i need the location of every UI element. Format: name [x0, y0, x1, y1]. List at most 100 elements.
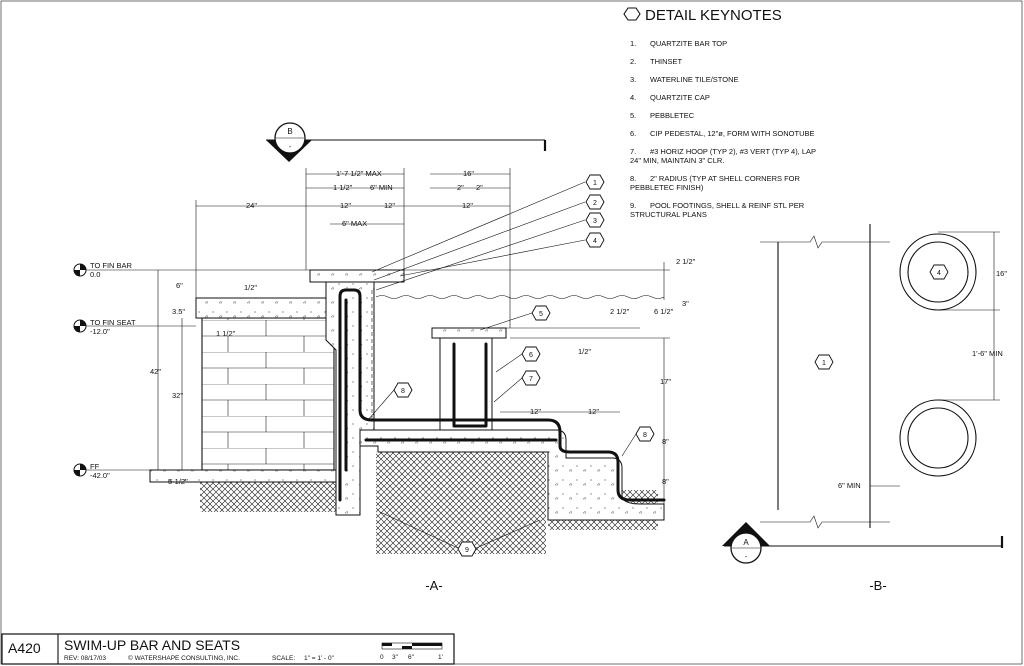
keynote-num: 7. [630, 147, 636, 156]
keynote-num: 3. [630, 75, 636, 84]
scale-value: 1" = 1' - 0" [304, 655, 335, 662]
callout-3: 3 [585, 212, 605, 228]
svg-text:1'-6" MIN: 1'-6" MIN [972, 349, 1003, 358]
elevation-fin-seat: TO FIN SEAT -12.0" [73, 318, 136, 336]
keynote-text: QUARTZITE CAP [650, 93, 710, 102]
keynote-text: POOL FOOTINGS, SHELL & REINF STL PER [650, 201, 805, 210]
svg-text:1/2": 1/2" [578, 347, 591, 356]
detail-a [149, 269, 666, 554]
callout-8b: 8 [635, 426, 655, 442]
keynotes-title: DETAIL KEYNOTES [645, 7, 782, 24]
svg-text:12": 12" [588, 407, 599, 416]
revision-date: REV: 08/17/03 [64, 655, 106, 662]
section-mark-b: B - [266, 122, 547, 162]
svg-text:6" MIN: 6" MIN [370, 183, 393, 192]
svg-text:6 1/2": 6 1/2" [654, 307, 674, 316]
svg-text:6" MAX: 6" MAX [342, 219, 367, 228]
callout-7: 7 [521, 370, 541, 386]
section-a-letter: A [743, 538, 749, 547]
keynote-text-cont: STRUCTURAL PLANS [630, 210, 707, 219]
svg-text:12": 12" [462, 201, 473, 210]
svg-text:9: 9 [465, 547, 469, 554]
svg-text:1 1/2": 1 1/2" [333, 183, 353, 192]
detail-b-callout-4: 4 [929, 264, 949, 280]
sheet-number: A420 [8, 640, 41, 656]
keynote-num: 1. [630, 39, 636, 48]
svg-text:6": 6" [408, 654, 415, 661]
svg-text:3": 3" [682, 299, 689, 308]
keynote-text: WATERLINE TILE/STONE [650, 75, 739, 84]
svg-text:2": 2" [476, 183, 483, 192]
svg-text:4: 4 [593, 238, 597, 245]
svg-text:TO FIN SEAT: TO FIN SEAT [90, 318, 136, 327]
elevation-fin-bar: TO FIN BAR 0.0 [73, 261, 133, 279]
svg-text:0: 0 [380, 654, 384, 661]
callout-2: 2 [585, 194, 605, 210]
svg-text:12": 12" [340, 201, 351, 210]
callout-8a: 8 [393, 382, 413, 398]
svg-text:1/2": 1/2" [244, 283, 257, 292]
svg-text:1: 1 [822, 360, 826, 367]
keynote-num: 8. [630, 174, 636, 183]
keynote-num: 6. [630, 129, 636, 138]
detail-b-callout-1: 1 [814, 354, 834, 370]
scale-label: SCALE: [272, 655, 295, 662]
callout-5: 5 [531, 305, 551, 321]
svg-text:17": 17" [660, 377, 671, 386]
svg-text:0.0: 0.0 [90, 270, 100, 279]
svg-text:3": 3" [392, 654, 399, 661]
title-block: A420 SWIM-UP BAR AND SEATS REV: 08/17/03… [1, 633, 455, 665]
svg-text:32": 32" [172, 391, 183, 400]
dimension-lines [86, 168, 670, 520]
svg-text:1: 1 [593, 180, 597, 187]
svg-text:2: 2 [593, 200, 597, 207]
svg-text:6: 6 [529, 352, 533, 359]
dimension-texts: 1'-7 1/2" MAX 16" 1 1/2" 6" MIN 2" 2" 24… [150, 169, 696, 486]
section-mark-a: A - [722, 522, 1004, 564]
svg-text:4: 4 [937, 270, 941, 277]
svg-text:1'-7 1/2" MAX: 1'-7 1/2" MAX [336, 169, 382, 178]
svg-text:5: 5 [539, 311, 543, 318]
svg-text:FF: FF [90, 462, 100, 471]
svg-text:-42.0": -42.0" [90, 471, 110, 480]
keynote-text-cont: 24" MIN, MAINTAIN 3" CLR. [630, 156, 724, 165]
keynote-text-cont: PEBBLETEC FINISH) [630, 183, 704, 192]
svg-text:TO FIN BAR: TO FIN BAR [90, 261, 133, 270]
keynote-text: PEBBLETEC [650, 111, 695, 120]
svg-text:16": 16" [463, 169, 474, 178]
svg-text:8": 8" [662, 477, 669, 486]
sheet-title: SWIM-UP BAR AND SEATS [64, 637, 240, 653]
svg-text:7: 7 [529, 376, 533, 383]
svg-text:12": 12" [530, 407, 541, 416]
svg-text:12": 12" [384, 201, 395, 210]
keynotes: DETAIL KEYNOTES 1. QUARTZITE BAR TOP 2. … [623, 7, 816, 219]
callout-9: 9 [457, 541, 477, 557]
svg-text:6": 6" [176, 281, 183, 290]
callout-6: 6 [521, 346, 541, 362]
svg-text:3.5": 3.5" [172, 307, 185, 316]
section-b-letter: B [287, 127, 292, 136]
keynote-num: 5. [630, 111, 636, 120]
svg-text:-12.0": -12.0" [90, 327, 110, 336]
callouts: 1 2 3 4 5 6 7 8 [393, 174, 655, 557]
scale-bar: 0 3" 6" 1' [380, 642, 443, 661]
keynote-text: #3 HORIZ HOOP (TYP 2), #3 VERT (TYP 4), … [650, 147, 816, 156]
copyright: © WATERSHAPE CONSULTING, INC. [128, 654, 240, 662]
view-label-a: -A- [425, 578, 442, 593]
svg-text:16": 16" [996, 269, 1007, 278]
svg-text:3: 3 [593, 218, 597, 225]
svg-text:8": 8" [662, 437, 669, 446]
svg-text:1 1/2": 1 1/2" [216, 329, 236, 338]
callout-4: 4 [585, 232, 605, 248]
callout-1: 1 [585, 174, 605, 190]
detail-b: 4 1 16" 1'-6" MIN 6" MIN [760, 224, 1007, 529]
keynote-hexagon-icon [623, 7, 641, 21]
keynote-text: THINSET [650, 57, 683, 66]
keynote-text: QUARTZITE BAR TOP [650, 39, 727, 48]
svg-text:8: 8 [643, 432, 647, 439]
leaders [367, 181, 637, 550]
svg-text:1': 1' [438, 654, 443, 661]
svg-text:42": 42" [150, 367, 161, 376]
